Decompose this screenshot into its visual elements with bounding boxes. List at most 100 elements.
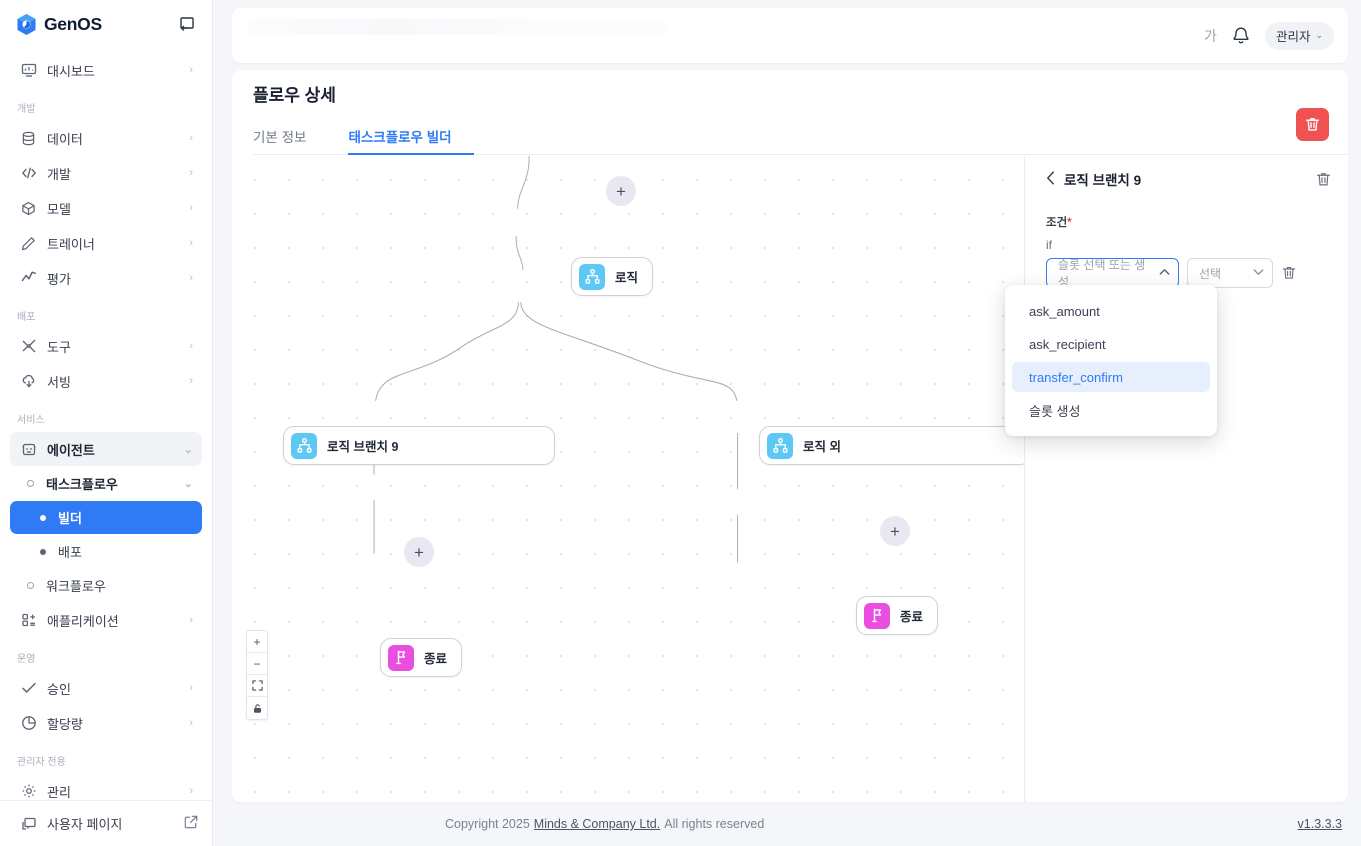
notification-bell-icon[interactable]: [1231, 26, 1251, 46]
chevron-left-icon[interactable]: [1046, 171, 1055, 187]
tab-basic-info[interactable]: 기본 정보: [253, 129, 307, 145]
flow-node-logic[interactable]: 로직: [571, 257, 654, 296]
tab-bar: 기본 정보 태스크플로우 빌더: [253, 118, 1348, 155]
chevron-right-icon: ›: [189, 340, 193, 352]
delete-node-button[interactable]: [1315, 171, 1332, 188]
fit-view-button[interactable]: [247, 675, 267, 697]
sidebar-section-label-deploy: 배포: [17, 312, 36, 323]
sidebar-item-manage[interactable]: 관리 ›: [10, 774, 202, 800]
sidebar-item-builder[interactable]: 빌더: [10, 501, 202, 534]
sidebar-item-approval[interactable]: 승인 ›: [10, 671, 202, 705]
canvas-zoom-controls: + −: [246, 630, 268, 720]
delete-condition-row-button[interactable]: [1281, 265, 1297, 281]
chevron-right-icon: ›: [189, 785, 193, 797]
sidebar-item-workflow[interactable]: 워크플로우: [10, 569, 202, 602]
sidebar-item-label: 개발: [47, 166, 71, 182]
version-link[interactable]: v1.3.3.3: [1297, 817, 1342, 831]
sidebar-item-model[interactable]: 모델 ›: [10, 191, 202, 225]
sidebar-item-label: 빌더: [58, 511, 82, 526]
gear-icon: [20, 783, 37, 800]
chevron-down-icon: ⌄: [183, 443, 193, 456]
dropdown-option-ask-recipient[interactable]: ask_recipient: [1029, 336, 1106, 352]
apps-icon: [20, 612, 37, 629]
user-menu-button[interactable]: 관리자 ⌄: [1264, 21, 1334, 50]
operator-select[interactable]: 선택: [1187, 258, 1273, 288]
dot-filled-icon: [40, 514, 46, 521]
sidebar-collapse-icon[interactable]: [176, 13, 198, 35]
chevron-down-icon: ⌄: [183, 478, 193, 490]
dashboard-icon: [20, 62, 37, 79]
company-link[interactable]: Minds & Company Ltd.: [533, 817, 661, 831]
cloud-icon: [20, 373, 37, 390]
circle-outline-icon: [27, 582, 34, 589]
chevron-right-icon: ›: [189, 375, 193, 387]
sidebar-item-evaluation[interactable]: 평가 ›: [10, 261, 202, 295]
chart-line-icon: [20, 270, 37, 287]
slot-select-placeholder: 슬롯 선택 또는 생성: [1058, 258, 1146, 289]
sidebar-item-label: 승인: [47, 681, 71, 697]
flow-node-end-left[interactable]: 종료: [380, 638, 463, 677]
tab-taskflow-builder[interactable]: 태스크플로우 빌더: [348, 118, 474, 155]
flow-node-logic-else[interactable]: 로직 외: [759, 426, 1024, 465]
sidebar-item-trainer[interactable]: 트레이너 ›: [10, 226, 202, 260]
if-label: if: [1046, 238, 1052, 252]
chevron-right-icon: ›: [189, 167, 193, 179]
sidebar-item-label: 에이전트: [47, 442, 95, 458]
sidebar-item-label: 도구: [47, 339, 71, 355]
flow-canvas[interactable]: + + + 로직: [232, 156, 1024, 802]
sidebar-item-tools[interactable]: 도구 ›: [10, 329, 202, 363]
sidebar-item-deploy[interactable]: 배포: [10, 535, 202, 568]
add-node-button-left[interactable]: +: [404, 537, 434, 567]
zoom-out-button[interactable]: −: [247, 653, 267, 675]
panel-header: 로직 브랜치 9: [1025, 156, 1348, 202]
sidebar-item-label: 배포: [58, 545, 82, 560]
sidebar-item-quota[interactable]: 할당량 ›: [10, 706, 202, 740]
sidebar-item-label: 태스크플로우: [46, 477, 118, 492]
node-properties-panel: 로직 브랜치 9 조건* if 슬롯 선택 또는 생성: [1005, 156, 1348, 802]
sidebar-nav: 대시보드 › 개발 데이터 › 개발: [0, 48, 212, 800]
operator-select-placeholder: 선택: [1199, 266, 1222, 281]
dropdown-option-transfer-confirm[interactable]: transfer_confirm: [1012, 362, 1210, 392]
slot-select[interactable]: 슬롯 선택 또는 생성: [1046, 258, 1179, 289]
footer-copyright: Copyright 2025 Minds & Company Ltd. All …: [445, 817, 764, 831]
sidebar-section-label-admin: 관리자 전용: [17, 757, 66, 768]
brand-logo[interactable]: GenOS: [16, 13, 102, 36]
chevron-right-icon: ›: [189, 682, 193, 694]
slot-select-dropdown[interactable]: ask_amount ask_recipient transfer_confir…: [1005, 285, 1217, 436]
check-icon: [20, 680, 37, 697]
sidebar-item-user-page[interactable]: 사용자 페이지: [0, 800, 212, 846]
robot-icon: [20, 441, 37, 458]
main-area: 가 관리자 ⌄ 플로우 상세 기본 정보 태스크플로우 빌더: [213, 0, 1361, 846]
topbar: 가 관리자 ⌄: [232, 8, 1348, 63]
sidebar-item-develop[interactable]: 개발 ›: [10, 156, 202, 190]
sidebar-item-data[interactable]: 데이터 ›: [10, 121, 202, 155]
font-size-icon[interactable]: 가: [1204, 27, 1217, 44]
add-node-button-right[interactable]: +: [880, 516, 910, 546]
circle-outline-icon: [27, 480, 34, 487]
dropdown-option-create-slot[interactable]: 슬롯 생성: [1029, 403, 1081, 419]
flow-node-logic-branch-9[interactable]: 로직 브랜치 9: [283, 426, 555, 465]
cube-icon: [20, 200, 37, 217]
logic-branch-icon: [767, 432, 793, 459]
lock-view-button[interactable]: [247, 697, 267, 719]
add-node-button-top[interactable]: +: [606, 176, 636, 206]
flow-node-end-right[interactable]: 종료: [856, 596, 939, 635]
chevron-down-icon: [1253, 268, 1264, 279]
sidebar-item-application[interactable]: 애플리케이션 ›: [10, 603, 202, 637]
dot-filled-icon: [40, 548, 46, 555]
dropdown-option-ask-amount[interactable]: ask_amount: [1029, 303, 1100, 319]
sidebar-item-label: 애플리케이션: [47, 613, 119, 629]
zoom-in-button[interactable]: +: [247, 631, 267, 653]
sidebar-item-agent[interactable]: 에이전트 ⌄: [10, 432, 202, 466]
chevron-right-icon: ›: [189, 717, 193, 729]
sidebar-item-taskflow[interactable]: 태스크플로우 ⌄: [10, 467, 202, 500]
sidebar-item-label: 모델: [47, 201, 71, 217]
delete-flow-button[interactable]: [1296, 108, 1329, 141]
sidebar-item-serving[interactable]: 서빙 ›: [10, 364, 202, 398]
flow-node-label: 로직: [615, 271, 639, 285]
tools-icon: [20, 338, 37, 355]
sidebar-section-label-ops: 운영: [17, 654, 36, 665]
brand-name: GenOS: [44, 13, 102, 34]
sidebar-item-dashboard[interactable]: 대시보드 ›: [10, 53, 202, 87]
